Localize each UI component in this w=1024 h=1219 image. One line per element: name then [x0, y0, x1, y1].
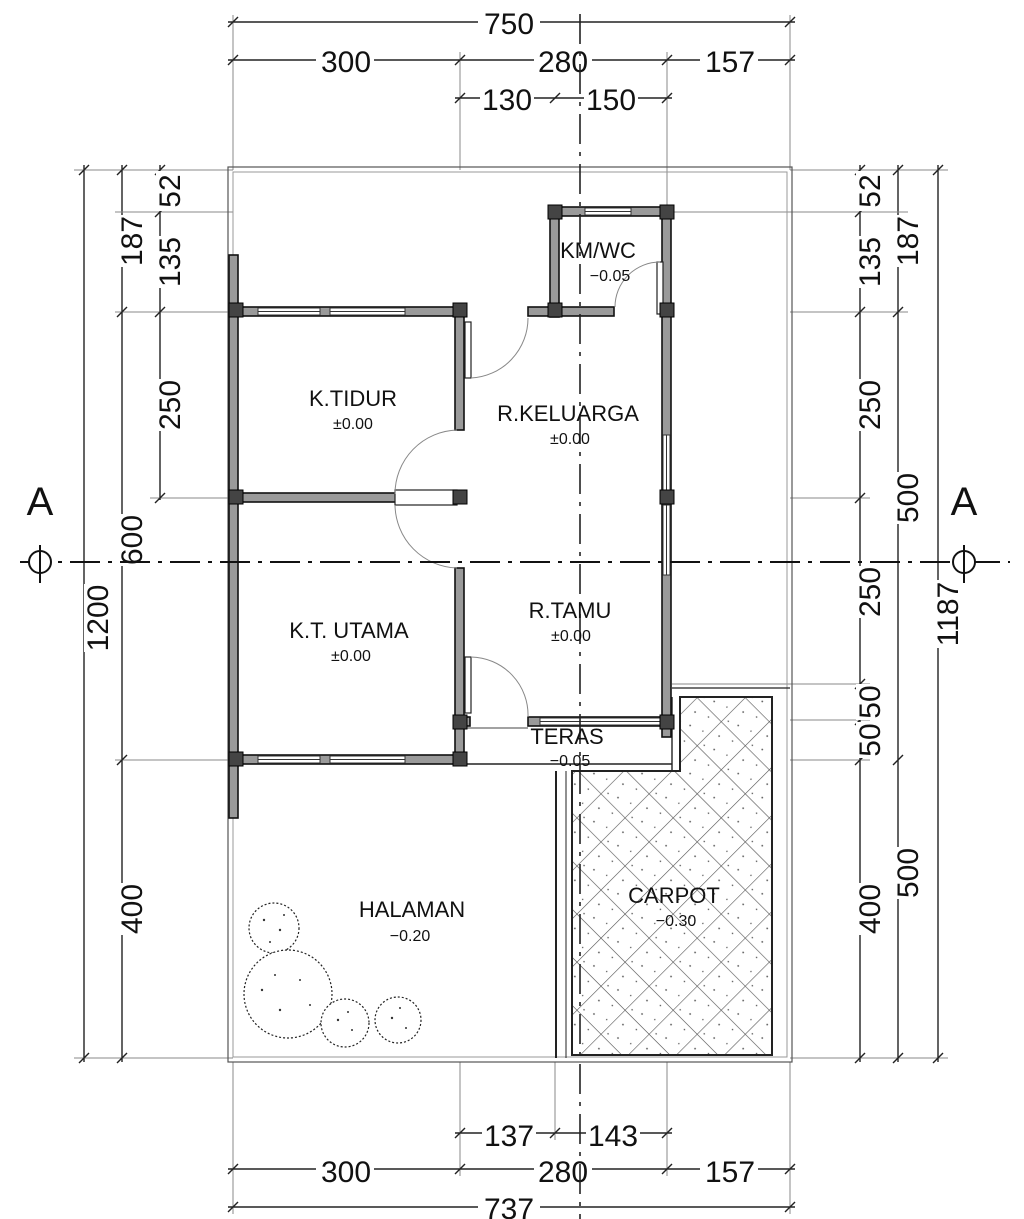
doors: [394, 261, 664, 718]
dim-top-300: 300: [321, 46, 371, 79]
dim-right-52: 52: [854, 174, 887, 207]
room-labels: KM/WC −0.05 K.TIDUR ±0.00 R.KELUARGA ±0.…: [289, 238, 720, 945]
dim-right-500a: 500: [892, 473, 925, 523]
room-level-r-keluarga: ±0.00: [550, 431, 590, 448]
dim-bottom-137: 137: [484, 1120, 534, 1153]
dim-top-150: 150: [586, 84, 636, 117]
dim-right-187: 187: [892, 216, 925, 266]
dim-right-500b: 500: [892, 848, 925, 898]
section-marker-right: A: [951, 480, 978, 524]
dim-right-135: 135: [854, 237, 887, 287]
room-level-km-wc: −0.05: [590, 268, 631, 285]
dimension-lines: [74, 15, 948, 1214]
dim-right-1187: 1187: [932, 582, 965, 647]
room-level-teras: −0.05: [550, 753, 591, 770]
room-name-carpot: CARPOT: [628, 883, 720, 908]
room-level-k-t-utama: ±0.00: [331, 648, 371, 665]
room-level-k-tidur: ±0.00: [333, 416, 373, 433]
windows: [257, 207, 671, 764]
room-level-carpot: −0.30: [656, 913, 697, 930]
room-name-k-tidur: K.TIDUR: [309, 386, 397, 411]
room-name-k-t-utama: K.T. UTAMA: [289, 618, 409, 643]
room-name-teras: TERAS: [530, 724, 603, 749]
dimension-labels: 750 300 280 157 130 150 737 300 280 157 …: [82, 6, 965, 1219]
room-name-halaman: HALAMAN: [359, 897, 465, 922]
walls: [228, 206, 673, 819]
dim-right-250a: 250: [854, 380, 887, 430]
dim-left-187: 187: [116, 216, 149, 266]
dim-right-400: 400: [854, 884, 887, 934]
dim-left-52: 52: [154, 174, 187, 207]
carport-paving: [555, 687, 790, 1058]
dim-bottom-total: 737: [484, 1193, 534, 1219]
shrub-texture: [260, 914, 407, 1031]
shrubs: [243, 902, 422, 1048]
columns: [228, 204, 675, 767]
dim-left-400: 400: [116, 884, 149, 934]
section-marker-left: A: [27, 480, 54, 524]
room-name-km-wc: KM/WC: [560, 238, 636, 263]
dim-top-total: 750: [484, 8, 534, 41]
dim-left-600: 600: [116, 515, 149, 565]
dim-left-135: 135: [154, 237, 187, 287]
room-name-r-tamu: R.TAMU: [529, 598, 612, 623]
dim-bottom-157: 157: [705, 1156, 755, 1189]
dim-right-50b: 50: [854, 723, 887, 756]
dim-top-157: 157: [705, 46, 755, 79]
dim-top-130: 130: [482, 84, 532, 117]
room-level-halaman: −0.20: [390, 928, 431, 945]
section-line-a: A A: [20, 480, 1010, 583]
dim-bottom-300: 300: [321, 1156, 371, 1189]
dim-left-1200: 1200: [82, 585, 115, 652]
dim-right-50a: 50: [854, 685, 887, 718]
room-name-r-keluarga: R.KELUARGA: [497, 401, 639, 426]
room-level-r-tamu: ±0.00: [551, 628, 591, 645]
dim-right-250b: 250: [854, 567, 887, 617]
dim-left-250: 250: [154, 380, 187, 430]
dim-bottom-143: 143: [588, 1120, 638, 1153]
